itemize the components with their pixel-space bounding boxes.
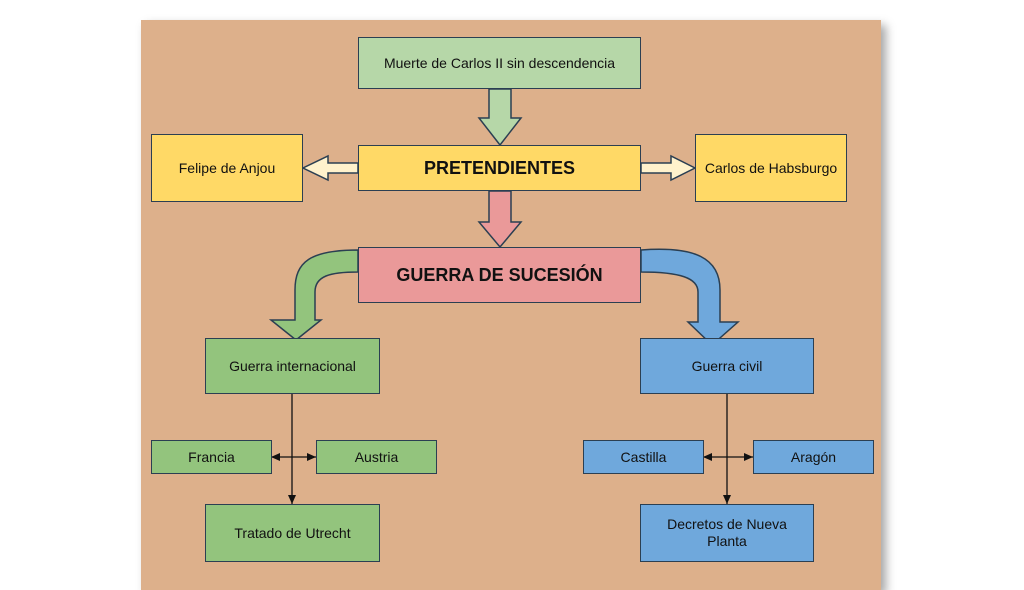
node-austria-label: Austria [354, 448, 399, 465]
connector-layer [268, 88, 753, 504]
node-muerte-carlos-label: Muerte de Carlos II sin descendencia [383, 54, 616, 71]
node-castilla-label: Castilla [620, 448, 667, 465]
node-tratado-utrecht-label: Tratado de Utrecht [234, 524, 351, 541]
arrow-pretendientes-to-carlos [640, 154, 697, 182]
node-francia: Francia [151, 440, 272, 474]
node-guerra-internacional: Guerra internacional [205, 338, 380, 394]
node-castilla: Castilla [583, 440, 704, 474]
node-guerra-civil: Guerra civil [640, 338, 814, 394]
node-aragon-label: Aragón [790, 448, 837, 465]
node-felipe-anjou: Felipe de Anjou [151, 134, 303, 202]
node-pretendientes-label: PRETENDIENTES [423, 157, 576, 178]
node-guerra-internacional-label: Guerra internacional [229, 357, 356, 374]
node-guerra-sucesion: GUERRA DE SUCESIÓN [358, 247, 641, 303]
node-decretos-nueva-planta: Decretos de Nueva Planta [640, 504, 814, 562]
node-francia-label: Francia [188, 448, 235, 465]
node-muerte-carlos: Muerte de Carlos II sin descendencia [358, 37, 641, 89]
node-guerra-civil-label: Guerra civil [691, 357, 763, 374]
node-carlos-habsburgo-label: Carlos de Habsburgo [704, 159, 838, 176]
node-decretos-nueva-planta-label: Decretos de Nueva Planta [667, 516, 787, 549]
arrow-muerte-to-pretendientes [477, 88, 523, 147]
arrow-guerra-to-internacional [268, 249, 359, 341]
arrow-pretendientes-to-felipe [301, 154, 359, 182]
node-pretendientes: PRETENDIENTES [358, 145, 641, 191]
node-tratado-utrecht: Tratado de Utrecht [205, 504, 380, 562]
arrow-pretendientes-to-guerra [477, 190, 523, 249]
node-aragon: Aragón [753, 440, 874, 474]
node-carlos-habsburgo: Carlos de Habsburgo [695, 134, 847, 202]
node-felipe-anjou-label: Felipe de Anjou [178, 159, 276, 176]
arrow-guerra-to-civil [640, 248, 740, 347]
node-guerra-sucesion-label: GUERRA DE SUCESIÓN [396, 264, 603, 285]
node-austria: Austria [316, 440, 437, 474]
